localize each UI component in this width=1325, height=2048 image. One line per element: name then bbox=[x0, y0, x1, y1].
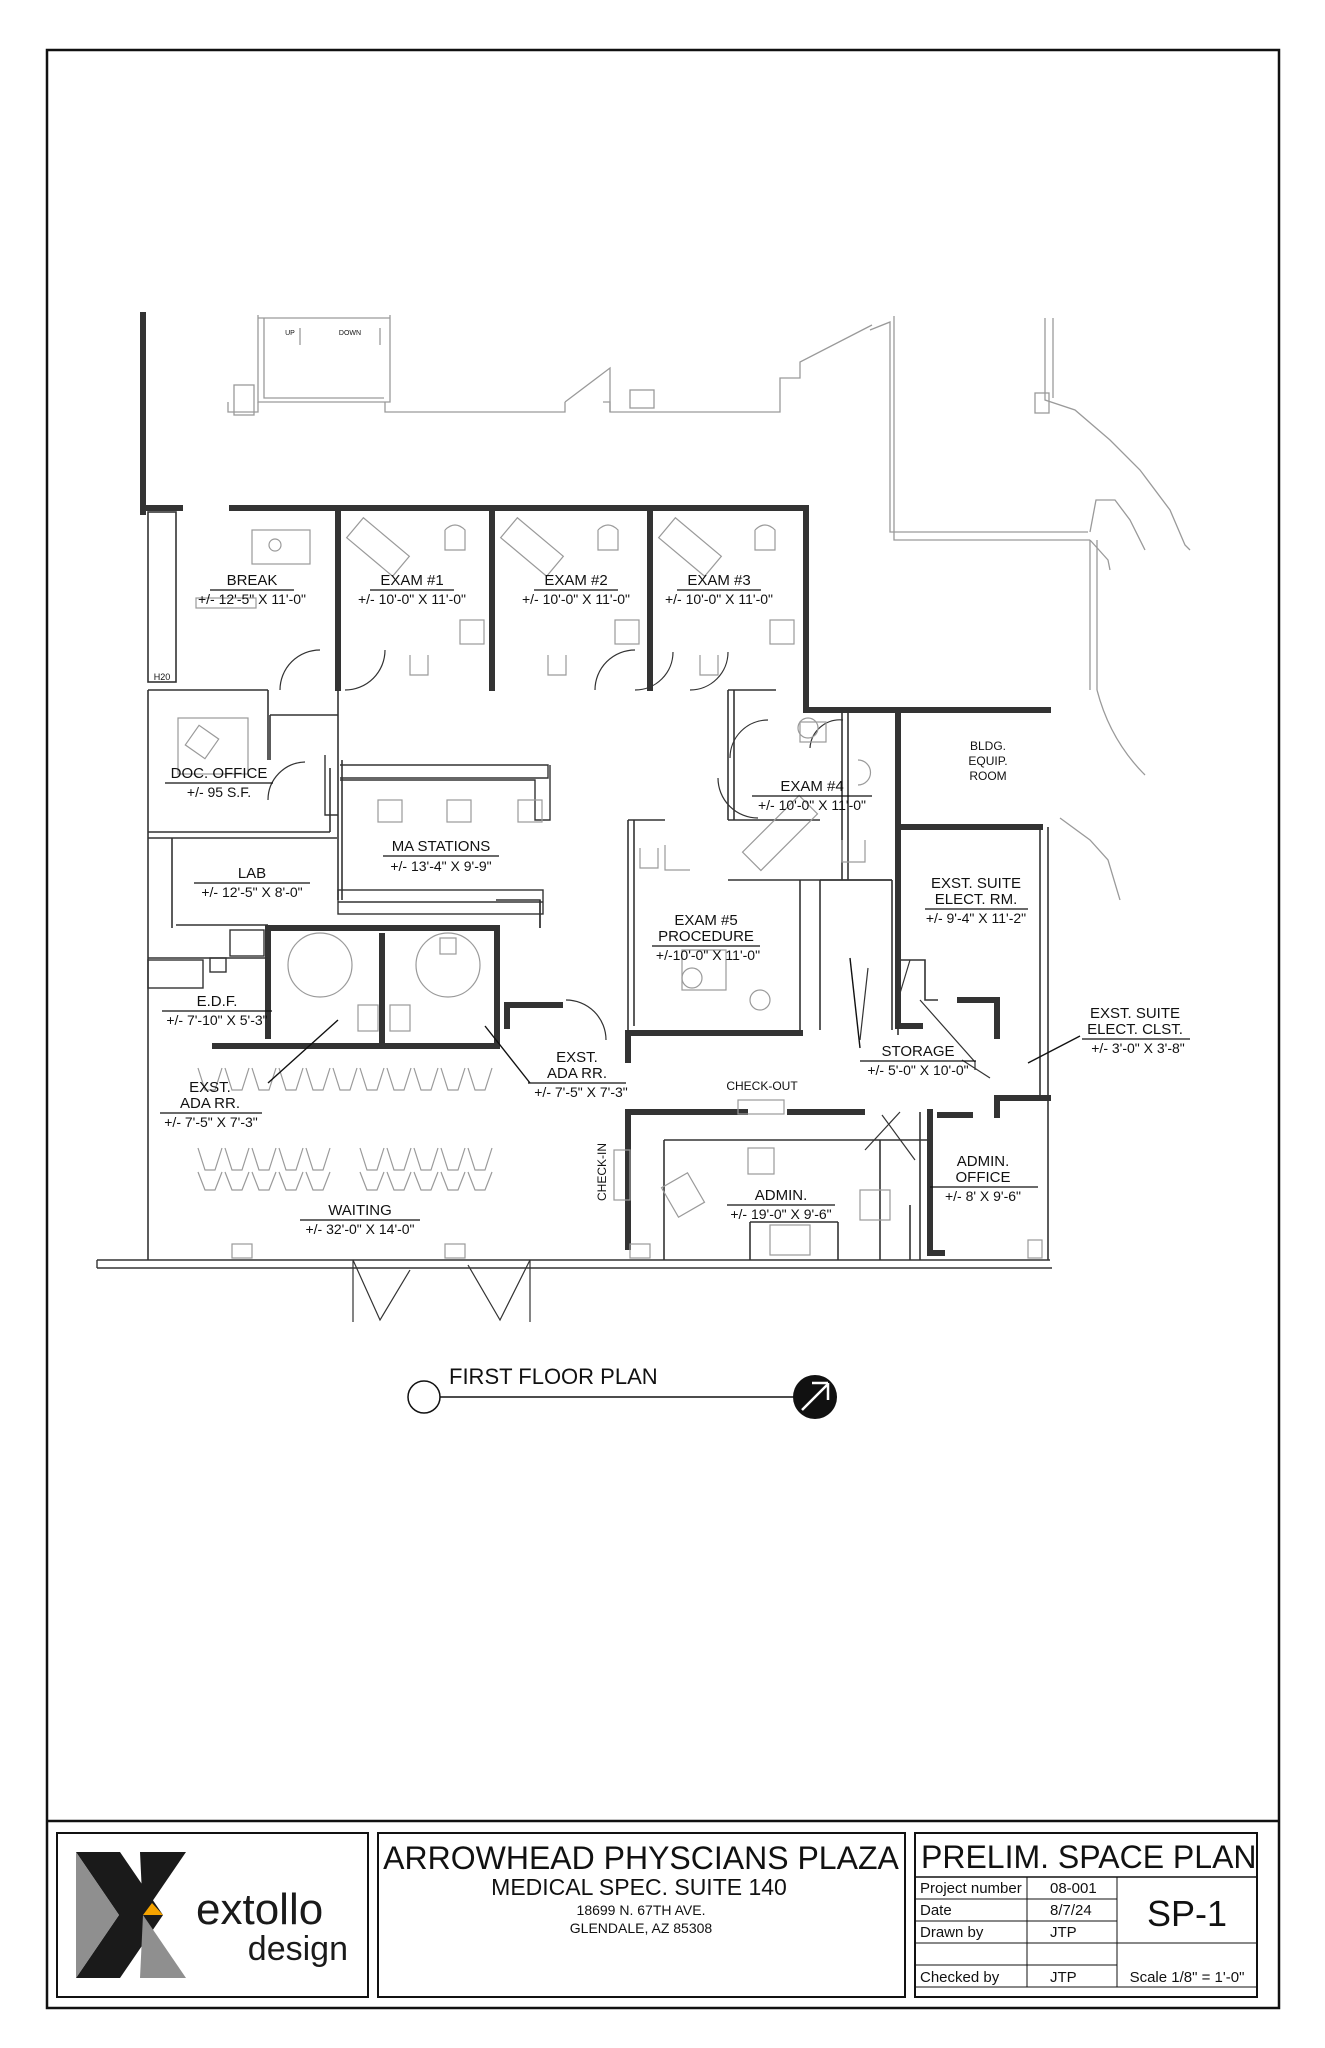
project-panel bbox=[377, 1832, 906, 1998]
room-elect-clst-dims: +/- 3'-0" X 3'-8" bbox=[1091, 1040, 1185, 1056]
room-elect-rm-name: EXST. SUITE bbox=[931, 875, 1021, 892]
room-exam1-dims: +/- 10'-0" X 11'-0" bbox=[358, 591, 466, 607]
room-exam1-name: EXAM #1 bbox=[380, 572, 443, 589]
room-admin-office-name2: OFFICE bbox=[956, 1169, 1011, 1186]
project-suite: MEDICAL SPEC. SUITE 140 bbox=[491, 1874, 787, 1900]
row-checked-by-label: Checked by bbox=[920, 1969, 1000, 1986]
project-name: ARROWHEAD PHYSCIANS PLAZA bbox=[383, 1840, 899, 1876]
room-elect-rm-dims: +/- 9'-4" X 11'-2" bbox=[926, 910, 1026, 926]
sheet-border bbox=[45, 48, 1281, 2010]
north-arrow-icon bbox=[793, 1375, 837, 1419]
room-exam3-name: EXAM #3 bbox=[687, 572, 750, 589]
heavy-walls bbox=[140, 312, 1051, 1256]
check-in-label: CHECK-IN bbox=[595, 1143, 609, 1201]
room-elect-clst-name: EXST. SUITE bbox=[1090, 1005, 1180, 1022]
row-date-label: Date bbox=[920, 1902, 952, 1919]
interior-walls bbox=[147, 511, 1050, 1261]
logo-word-extollo: extollo bbox=[196, 1885, 323, 1934]
room-ada-rr-right-dims: +/- 7'-5" X 7'-3" bbox=[534, 1084, 628, 1100]
room-ma-stations-dims: +/- 13'-4" X 9'-9" bbox=[390, 858, 491, 874]
room-ada-rr-right-name: EXST. bbox=[556, 1049, 598, 1066]
plan-title-bubble bbox=[407, 1380, 441, 1414]
room-admin-name: ADMIN. bbox=[755, 1187, 808, 1204]
room-exam4-dims: +/- 10'-0" X 11'-0" bbox=[758, 797, 866, 813]
extollo-logo: extollo design bbox=[76, 1852, 348, 1978]
room-admin-office-name: ADMIN. bbox=[957, 1153, 1010, 1170]
bldg-equip-line3: ROOM bbox=[969, 769, 1006, 783]
stair-up-label: UP bbox=[285, 330, 295, 337]
room-exam5-name2: PROCEDURE bbox=[658, 928, 754, 945]
row-drawn-by-label: Drawn by bbox=[920, 1924, 984, 1941]
room-exam3-dims: +/- 10'-0" X 11'-0" bbox=[665, 591, 773, 607]
row-drawn-by-value: JTP bbox=[1050, 1924, 1077, 1941]
room-waiting-name: WAITING bbox=[328, 1202, 392, 1219]
building-context bbox=[227, 315, 1191, 901]
room-exam4-name: EXAM #4 bbox=[780, 778, 843, 795]
row-date-value: 8/7/24 bbox=[1050, 1902, 1092, 1919]
row-project-number-value: 08-001 bbox=[1050, 1880, 1097, 1897]
logo-word-design: design bbox=[248, 1930, 348, 1968]
room-edf-name: E.D.F. bbox=[197, 993, 238, 1010]
room-exam2-dims: +/- 10'-0" X 11'-0" bbox=[522, 591, 630, 607]
room-lab-dims: +/- 12'-5" X 8'-0" bbox=[201, 884, 302, 900]
room-ada-rr-left-name2: ADA RR. bbox=[180, 1095, 240, 1112]
logo-panel bbox=[56, 1832, 369, 1998]
room-lab-name: LAB bbox=[238, 865, 266, 882]
room-edf-dims: +/- 7'-10" X 5'-3" bbox=[166, 1012, 267, 1028]
sheet-title: PRELIM. SPACE PLAN bbox=[921, 1839, 1257, 1875]
room-elect-rm-name2: ELECT. RM. bbox=[935, 891, 1018, 908]
room-ada-rr-left-dims: +/- 7'-5" X 7'-3" bbox=[164, 1114, 258, 1130]
furniture bbox=[177, 516, 1043, 1259]
room-break-name: BREAK bbox=[227, 572, 278, 589]
room-labels: BREAK +/- 12'-5" X 11'-0" EXAM #1 +/- 10… bbox=[154, 330, 1190, 1237]
room-doc-office-dims: +/- 95 S.F. bbox=[187, 784, 251, 800]
room-doc-office-name: DOC. OFFICE bbox=[171, 765, 268, 782]
waiting-chairs bbox=[197, 1067, 493, 1191]
leader-lines bbox=[267, 957, 1081, 1084]
check-out-label: CHECK-OUT bbox=[726, 1079, 798, 1093]
h2o-label: H20 bbox=[154, 672, 171, 682]
floor-plan: BREAK +/- 12'-5" X 11'-0" EXAM #1 +/- 10… bbox=[96, 312, 1191, 1419]
room-elect-clst-name2: ELECT. CLST. bbox=[1087, 1021, 1183, 1038]
room-ada-rr-left-name: EXST. bbox=[189, 1079, 231, 1096]
room-exam2-name: EXAM #2 bbox=[544, 572, 607, 589]
sheet-number: SP-1 bbox=[1147, 1893, 1227, 1934]
sheet-info-panel bbox=[914, 1832, 1258, 1998]
room-storage-name: STORAGE bbox=[881, 1043, 954, 1060]
project-address-line1: 18699 N. 67TH AVE. bbox=[577, 1902, 706, 1918]
plan-title: FIRST FLOOR PLAN bbox=[449, 1364, 658, 1389]
room-admin-office-dims: +/- 8' X 9'-6" bbox=[945, 1188, 1021, 1204]
room-exam5-name: EXAM #5 bbox=[674, 912, 737, 929]
room-exam5-dims: +/-10'-0" X 11'-0" bbox=[656, 947, 760, 963]
room-waiting-dims: +/- 32'-0" X 14'-0" bbox=[305, 1221, 414, 1237]
bldg-equip-line2: EQUIP. bbox=[968, 754, 1007, 768]
casework bbox=[147, 755, 551, 989]
room-admin-dims: +/- 19'-0" X 9'-6" bbox=[730, 1206, 831, 1222]
title-block: extollo design ARROWHEAD PHYSCIANS PLAZA… bbox=[47, 1819, 1279, 1998]
stair-down-label: DOWN bbox=[339, 330, 361, 337]
storefront bbox=[96, 1259, 1052, 1269]
row-project-number-label: Project number bbox=[920, 1880, 1022, 1897]
room-storage-dims: +/- 5'-0" X 10'-0" bbox=[867, 1062, 968, 1078]
room-ada-rr-right-name2: ADA RR. bbox=[547, 1065, 607, 1082]
sheet-scale: Scale 1/8" = 1'-0" bbox=[1130, 1969, 1245, 1986]
plan-title-block: FIRST FLOOR PLAN bbox=[407, 1364, 837, 1419]
project-address-line2: GLENDALE, AZ 85308 bbox=[570, 1920, 713, 1936]
bldg-equip-line1: BLDG. bbox=[970, 739, 1006, 753]
door-swings bbox=[267, 649, 991, 1322]
room-break-dims: +/- 12'-5" X 11'-0" bbox=[198, 591, 306, 607]
room-ma-stations-name: MA STATIONS bbox=[392, 838, 491, 855]
row-checked-by-value: JTP bbox=[1050, 1969, 1077, 1986]
